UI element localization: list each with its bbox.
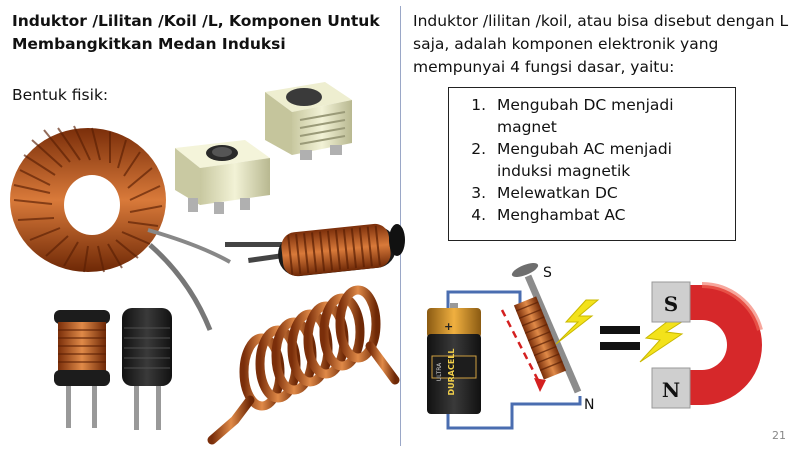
pole-label-s: S <box>543 265 552 281</box>
functions-box: Mengubah DC menjadi magnet Mengubah AC m… <box>448 87 736 241</box>
function-item: Melewatkan DC <box>491 182 727 204</box>
function-item: Menghambat AC <box>491 204 727 226</box>
equals-sign <box>600 342 640 350</box>
magnet-pole-n: N <box>662 378 680 402</box>
black-radial-inductor-icon <box>122 308 172 430</box>
circuit-wire <box>446 290 582 430</box>
functions-list: Mengubah DC menjadi magnet Mengubah AC m… <box>459 94 727 226</box>
toroid-inductor-icon <box>10 125 231 331</box>
intro-text: Induktor /lilitan /koil, atau bisa diseb… <box>413 12 789 76</box>
lightning-icon <box>639 317 690 363</box>
battery-brand: DURACELL <box>447 348 456 395</box>
lightning-icon <box>555 299 600 345</box>
function-item: Mengubah AC menjadi induksi magnetik <box>491 138 727 182</box>
air-core-coil-icon <box>207 285 400 445</box>
battery-tag: ULTRA <box>436 362 443 381</box>
radial-inductor-icon <box>54 310 110 428</box>
power-inductor-icon <box>265 82 352 160</box>
slide-title: Induktor /Lilitan /Koil /L, Komponen Unt… <box>12 12 380 53</box>
rod-inductor-icon <box>225 223 405 277</box>
equals-sign <box>600 326 640 334</box>
physical-form-label: Bentuk fisik: <box>12 86 109 104</box>
function-item: Mengubah DC menjadi magnet <box>491 94 727 138</box>
battery-plus: + <box>444 320 453 333</box>
electromagnet-nail-icon <box>500 263 582 394</box>
smd-inductor-icon <box>175 140 270 214</box>
page-number: 21 <box>772 429 786 442</box>
pole-label-n: N <box>584 397 595 413</box>
horseshoe-magnet-icon <box>651 281 763 409</box>
battery-icon <box>427 303 481 414</box>
magnet-pole-s: S <box>664 292 678 316</box>
